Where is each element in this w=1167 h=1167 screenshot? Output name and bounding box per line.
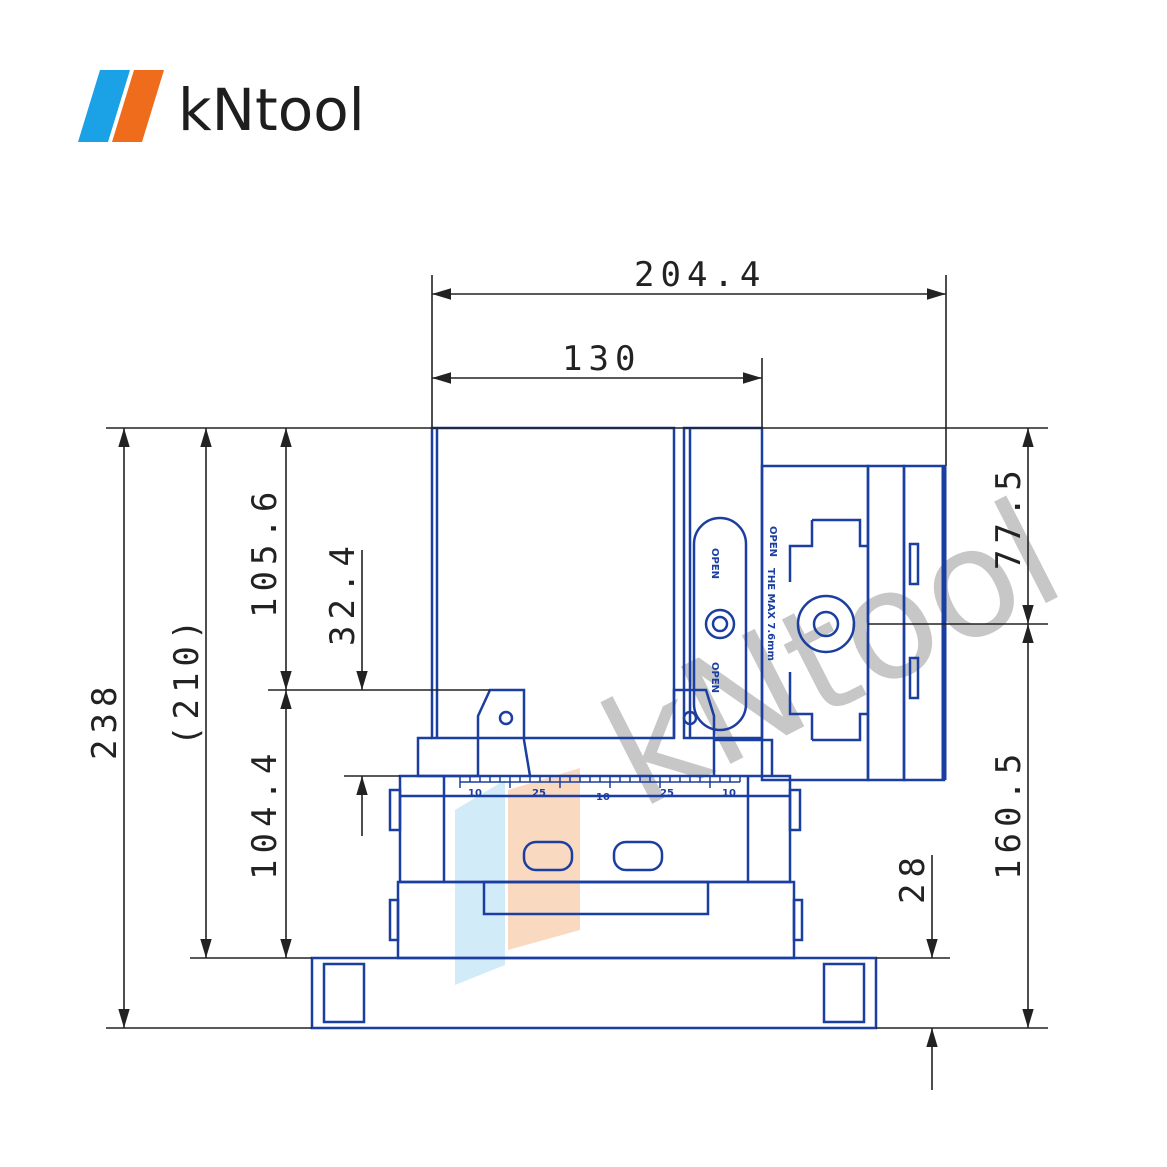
max-label: THE MAX 7.6mm bbox=[765, 568, 776, 661]
dim-right-lower: 160.5 bbox=[989, 748, 1029, 880]
brand-logo: kNtool bbox=[78, 70, 365, 144]
watermark-orange-shape bbox=[508, 768, 580, 950]
open-label-bottom: OPEN bbox=[709, 662, 720, 693]
logo-orange-mark bbox=[112, 70, 164, 142]
slot-left bbox=[522, 840, 574, 872]
dim-lower-height: 104.4 bbox=[245, 748, 285, 880]
brand-name: kNtool bbox=[178, 76, 365, 144]
center-hole bbox=[704, 608, 736, 640]
scale bbox=[459, 776, 741, 788]
dim-upper-height: 105.6 bbox=[245, 486, 285, 618]
dim-base-height: 28 bbox=[893, 851, 933, 904]
open-label-side: OPEN bbox=[767, 526, 778, 557]
scale-tick-label: 10 bbox=[596, 792, 610, 803]
scale-tick-label: 10 bbox=[468, 788, 482, 799]
open-slot bbox=[692, 516, 748, 732]
scale-labels: 10 25 10 25 10 bbox=[468, 788, 736, 803]
dim-body-height: (210) bbox=[167, 614, 207, 746]
part-outline bbox=[310, 426, 947, 1030]
logo-blue-mark bbox=[78, 70, 130, 142]
dimension-lines bbox=[106, 275, 1048, 1090]
open-label-top: OPEN bbox=[709, 548, 720, 579]
dim-mid-width: 130 bbox=[562, 339, 641, 379]
dim-right-upper: 77.5 bbox=[989, 464, 1029, 570]
scale-tick-label: 10 bbox=[722, 788, 736, 799]
dim-total-height: 238 bbox=[85, 681, 125, 760]
dim-top-width: 204.4 bbox=[634, 255, 766, 295]
slot-right bbox=[612, 840, 664, 872]
side-cam bbox=[796, 594, 856, 654]
scale-tick-label: 25 bbox=[532, 788, 546, 799]
dim-jaw-height: 32.4 bbox=[323, 540, 363, 646]
scale-tick-label: 25 bbox=[660, 788, 674, 799]
base-plate bbox=[310, 956, 878, 1030]
